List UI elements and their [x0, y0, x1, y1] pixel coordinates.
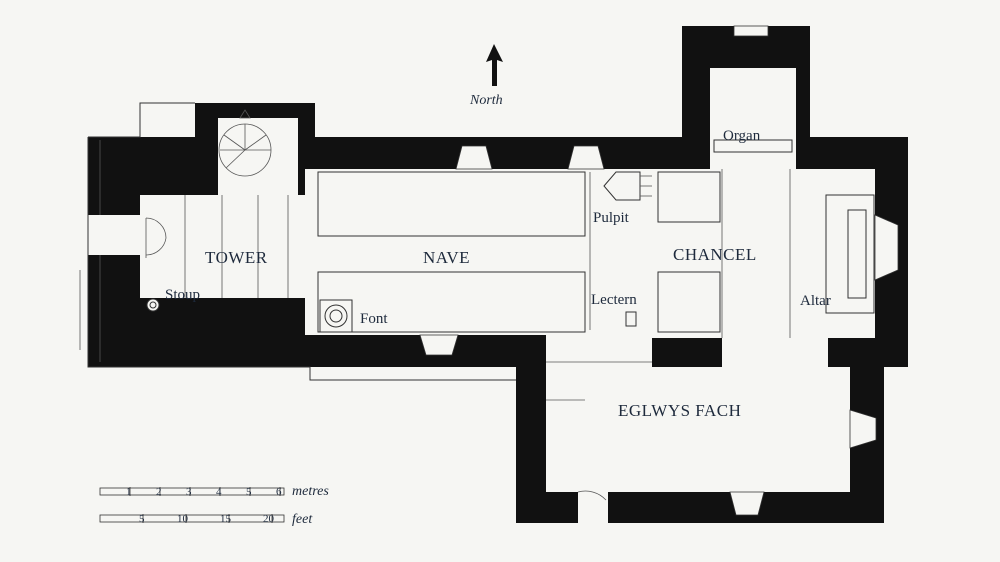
window-icon — [455, 145, 493, 170]
tower-steps — [184, 195, 289, 298]
window-icon — [733, 25, 769, 37]
tower-interior — [140, 195, 305, 298]
chancel-furniture — [657, 169, 875, 338]
scale-tick-label: 5 — [139, 513, 145, 525]
feature-label-altar: Altar — [800, 293, 831, 309]
scale-tick-label: 6 — [276, 486, 282, 498]
eglwys-fach-south-wall — [516, 492, 884, 523]
scale-bar-feet: 5 10 15 20 feet — [99, 512, 313, 527]
feature-label-font: Font — [360, 311, 388, 327]
organ-interior — [710, 68, 796, 169]
north-label: North — [469, 93, 503, 108]
scale-unit-metres: metres — [292, 484, 329, 499]
chancel-interior — [652, 169, 875, 338]
outline-lines — [79, 102, 516, 381]
room-label-eglwys-fach: EGLWYS FACH — [618, 401, 741, 420]
room-label-tower: TOWER — [205, 248, 268, 267]
feature-label-stoup: Stoup — [165, 287, 200, 303]
organ-icon — [713, 139, 793, 153]
scale-tick-label: 15 — [220, 513, 232, 525]
room-label-nave: NAVE — [423, 248, 470, 267]
feature-label-lectern: Lectern — [591, 292, 637, 308]
stair-interior — [218, 118, 298, 195]
feature-label-pulpit: Pulpit — [593, 210, 630, 226]
scale-tick-label: 1 — [126, 486, 132, 498]
window-icon — [567, 145, 605, 170]
pulpit-icon — [603, 171, 652, 201]
scale-tick-label: 10 — [177, 513, 189, 525]
nave-interior — [305, 169, 655, 335]
window-icon — [874, 214, 899, 281]
north-arrow: North — [469, 44, 503, 108]
chancel-south-opening — [722, 338, 828, 367]
scale-tick-label: 5 — [246, 486, 252, 498]
feature-label-organ: Organ — [723, 128, 761, 144]
west-door-opening — [88, 215, 140, 255]
scale-unit-feet: feet — [292, 512, 313, 527]
scale-tick-label: 2 — [156, 486, 162, 498]
windows — [419, 25, 899, 516]
scale-tick-label: 3 — [186, 486, 192, 498]
scale-tick-label: 20 — [263, 513, 275, 525]
scale-tick-label: 4 — [216, 486, 222, 498]
window-icon — [849, 409, 877, 449]
north-arrow-icon — [486, 44, 503, 86]
nave-north-wall — [305, 137, 695, 169]
font-icon — [319, 299, 353, 333]
lectern-icon — [625, 311, 637, 327]
eglwys-fach-west-wall — [516, 335, 546, 523]
spiral-stair — [218, 109, 272, 177]
chancel-south-pier — [652, 338, 722, 367]
window-icon — [419, 334, 459, 356]
stoup-icon — [146, 298, 160, 312]
window-icon — [729, 491, 765, 516]
eglwys-fach-interior — [546, 367, 850, 492]
room-label-chancel: CHANCEL — [673, 245, 757, 264]
west-door-icon — [145, 217, 167, 258]
tower-south-wall — [88, 298, 310, 367]
scale-bar-metres: 1 2 3 4 5 6 metres — [99, 484, 329, 499]
interior-spaces — [88, 68, 875, 492]
nave-pews — [317, 171, 591, 333]
eglwys-fach-door-icon — [546, 399, 608, 523]
